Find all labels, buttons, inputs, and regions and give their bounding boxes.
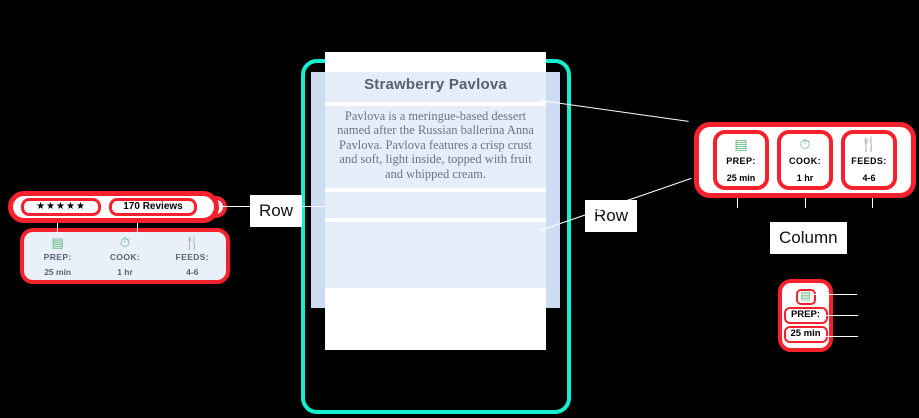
exploded-label-wrapper: PREP:: [783, 306, 828, 324]
kitchen-icon: ▤: [734, 135, 748, 152]
info-column-prep: ▤ PREP: 25 min: [24, 236, 91, 276]
leader-line: [812, 294, 857, 295]
exploded-info-row: ▤ PREP: 25 min ⏱ COOK: 1 hr 🍴 FEEDS: 4-6: [694, 122, 916, 198]
timer-icon: ⏱: [119, 235, 131, 250]
exploded-cell-cook: ⏱ COOK: 1 hr: [777, 130, 833, 190]
exploded-value-wrapper: 25 min: [783, 325, 828, 343]
exploded-label-feeds: FEEDS:: [851, 155, 887, 166]
info-label-cook: COOK:: [109, 252, 141, 262]
card-gutter-right: [546, 72, 560, 308]
exploded-cell-prep: ▤ PREP: 25 min: [713, 130, 769, 190]
annotation-column: Column: [770, 222, 847, 254]
leader-line: [823, 336, 858, 337]
card-gutter-left: [311, 72, 325, 308]
exploded-single-label: PREP:: [790, 309, 821, 321]
info-value-prep: 25 min: [44, 266, 72, 277]
restaurant-icon: 🍴: [184, 235, 201, 250]
timer-icon: ⏱: [799, 135, 811, 152]
highlight-info-row[interactable]: ▤ PREP: 25 min ⏱ COOK: 1 hr 🍴 FEEDS: 4-6: [20, 228, 230, 284]
exploded-stars: ★★★★★: [36, 201, 86, 212]
info-column-feeds: 🍴 FEEDS: 4-6: [159, 236, 226, 276]
exploded-value-cook: 1 hr: [796, 172, 814, 183]
exploded-stars-chip: ★★★★★: [21, 198, 101, 216]
info-band: [325, 222, 546, 288]
exploded-cell-feeds: 🍴 FEEDS: 4-6: [841, 130, 897, 190]
restaurant-icon: 🍴: [860, 135, 878, 152]
rating-band: [325, 192, 546, 218]
leader-line: [137, 223, 138, 233]
leader-line: [823, 315, 858, 316]
annotation-row-left: Row: [250, 195, 303, 227]
exploded-label-prep: PREP:: [726, 155, 756, 166]
leader-line: [805, 198, 806, 208]
info-column-cook: ⏱ COOK: 1 hr: [91, 236, 158, 276]
exploded-rating-row: ★★★★★ 170 Reviews: [8, 191, 219, 223]
leader-line: [872, 198, 873, 208]
info-value-cook: 1 hr: [117, 266, 133, 277]
recipe-title: Strawberry Pavlova: [364, 76, 507, 93]
exploded-value-prep: 25 min: [726, 172, 756, 183]
recipe-description: Pavlova is a meringue-based dessert name…: [337, 109, 534, 181]
leader-line: [737, 198, 738, 208]
phone-screen: Strawberry Pavlova Pavlova is a meringue…: [325, 52, 546, 350]
kitchen-icon: ▤: [51, 235, 64, 250]
description-band: [325, 106, 546, 188]
exploded-reviews-chip: 170 Reviews: [109, 198, 197, 216]
exploded-single-value: 25 min: [790, 328, 821, 340]
title-band: [325, 72, 546, 102]
info-label-feeds: FEEDS:: [175, 252, 210, 262]
kitchen-icon: ▤: [800, 290, 811, 302]
info-label-prep: PREP:: [43, 252, 72, 262]
leader-line: [57, 223, 58, 233]
exploded-icon-wrapper: ▤: [795, 288, 816, 305]
exploded-label-cook: COOK:: [789, 155, 821, 166]
exploded-reviews: 170 Reviews: [123, 201, 183, 212]
exploded-value-feeds: 4-6: [862, 172, 876, 183]
info-value-feeds: 4-6: [186, 266, 199, 277]
